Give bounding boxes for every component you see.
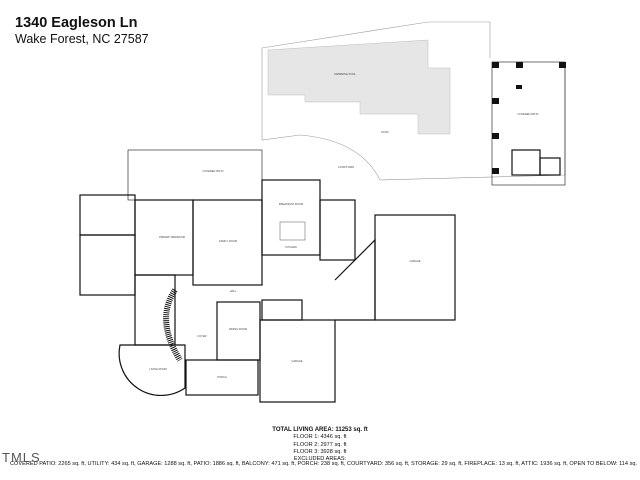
svg-text:COURTYARD: COURTYARD [338, 165, 354, 169]
svg-text:BREAKFAST ROOM: BREAKFAST ROOM [279, 202, 303, 206]
swimming-pool [267, 39, 451, 135]
patio-outline [261, 48, 566, 181]
svg-text:HALL: HALL [230, 289, 237, 293]
excluded-heading: EXCLUDED AREAS: [293, 456, 347, 463]
mls-logo: TMLS [2, 450, 41, 465]
excluded-areas: COVERED PATIO: 2265 sq. ft, UTILITY: 434… [10, 461, 638, 467]
svg-text:DINING ROOM: DINING ROOM [229, 327, 247, 331]
floor-3-area: FLOOR 3: 3928 sq. ft [293, 448, 347, 455]
svg-text:COVERED PATIO: COVERED PATIO [518, 112, 539, 116]
svg-text:GARAGE: GARAGE [409, 259, 420, 263]
svg-text:COVERED PATIO: COVERED PATIO [203, 169, 224, 173]
svg-text:PORCH: PORCH [217, 375, 226, 379]
property-address: 1340 Eagleson Ln [15, 15, 138, 31]
main-house-walls [79, 149, 456, 403]
svg-text:PATIO: PATIO [381, 130, 388, 134]
svg-text:FOYER: FOYER [198, 334, 207, 338]
svg-text:FAMILY ROOM: FAMILY ROOM [219, 239, 237, 243]
property-city: Wake Forest, NC 27587 [15, 32, 149, 46]
pavilion-columns [492, 62, 566, 174]
area-summary: TOTAL LIVING AREA: 11253 sq. ft FLOOR 1:… [0, 427, 640, 463]
patio-top-edge [261, 21, 491, 58]
floor-1-area: FLOOR 1: 4346 sq. ft [293, 434, 347, 441]
floor-2-area: FLOOR 2: 2977 sq. ft [293, 441, 347, 448]
svg-text:KITCHEN: KITCHEN [285, 245, 297, 249]
svg-text:LIVING ROOM: LIVING ROOM [149, 367, 166, 371]
total-living-area: TOTAL LIVING AREA: 11253 sq. ft [272, 427, 368, 433]
svg-text:SWIMMING POOL: SWIMMING POOL [334, 72, 356, 76]
room-labels: SWIMMING POOL PATIO COVERED PATIO COURTY… [149, 72, 538, 379]
pavilion [491, 61, 566, 186]
svg-text:PRIMARY BEDROOM: PRIMARY BEDROOM [159, 235, 185, 239]
staircase [163, 288, 183, 362]
svg-text:GARAGE: GARAGE [291, 359, 302, 363]
kitchen-island [279, 221, 306, 241]
